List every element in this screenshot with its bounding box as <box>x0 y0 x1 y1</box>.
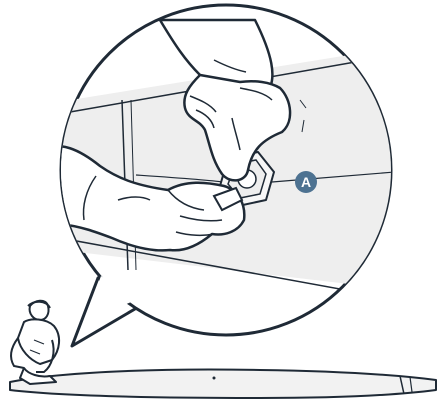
turbine-blade <box>10 370 436 399</box>
callout-marker-label: A <box>301 174 311 190</box>
technician-figure <box>11 301 59 384</box>
callout-marker: A <box>295 171 317 193</box>
